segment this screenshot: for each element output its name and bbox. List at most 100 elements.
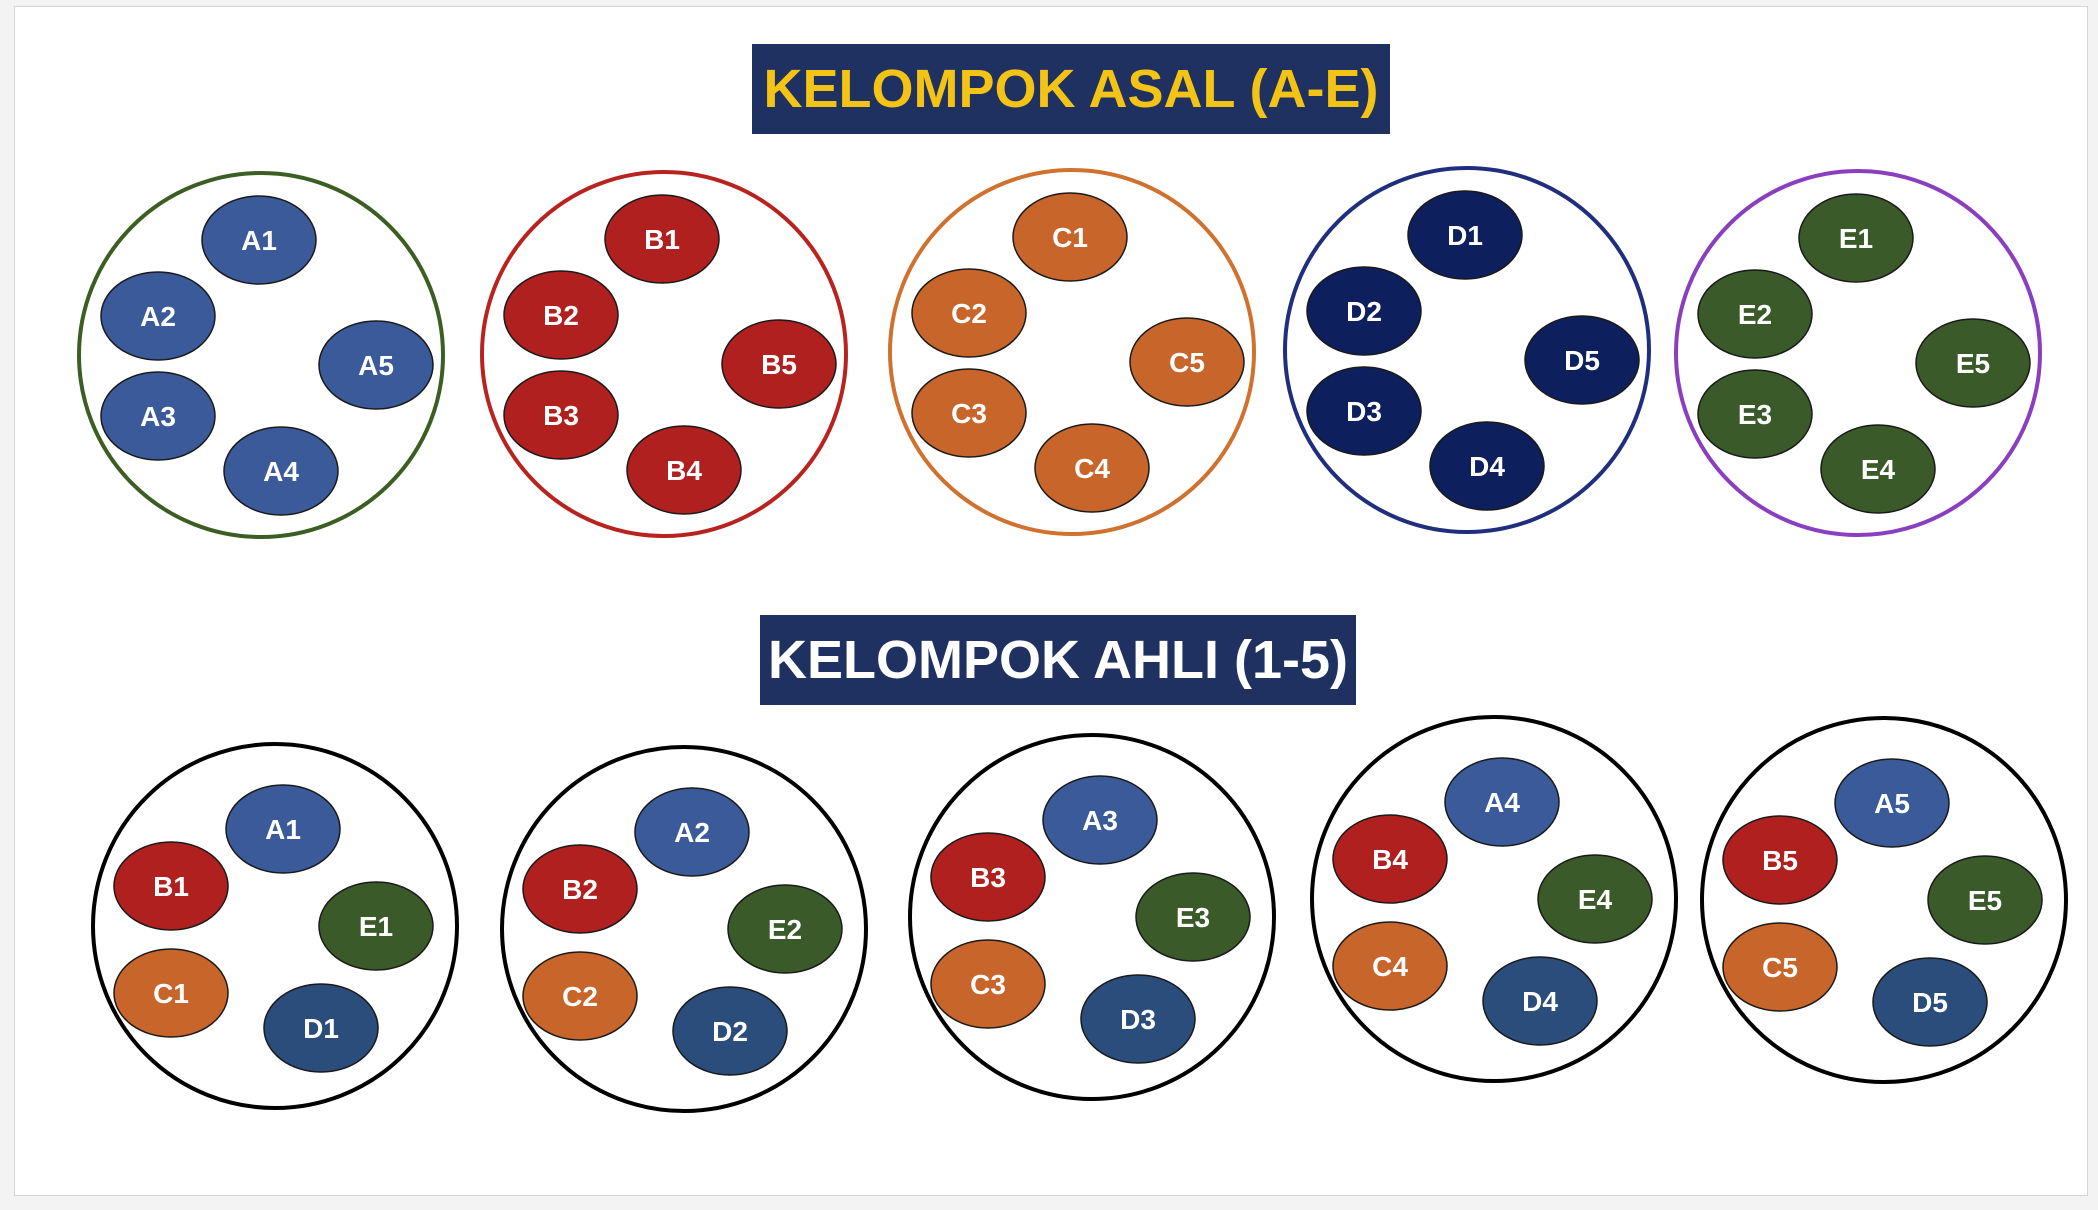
ahli-group-ring bbox=[1700, 716, 2068, 1084]
member-A4 bbox=[223, 426, 339, 516]
asal-group-ring bbox=[888, 168, 1256, 536]
member-label-E2: E2 bbox=[1738, 299, 1772, 330]
member-label-E1: E1 bbox=[1839, 223, 1873, 254]
member-label-B3: B3 bbox=[543, 400, 579, 431]
member-label-C5: C5 bbox=[1169, 347, 1205, 378]
member-label-A4: A4 bbox=[263, 456, 299, 487]
title-kelompok-ahli: KELOMPOK AHLI (1-5) bbox=[760, 615, 1356, 705]
member-label-A2: A2 bbox=[140, 301, 176, 332]
ahli-group-ring bbox=[500, 745, 868, 1113]
ahli-group-ring bbox=[1310, 715, 1678, 1083]
member-label-C4: C4 bbox=[1074, 453, 1110, 484]
member-A2 bbox=[634, 787, 750, 877]
member-C2 bbox=[911, 268, 1027, 358]
member-label-C5: C5 bbox=[1762, 952, 1798, 983]
member-label-C1: C1 bbox=[153, 978, 189, 1009]
member-label-B5: B5 bbox=[1762, 845, 1798, 876]
member-B5 bbox=[721, 319, 837, 409]
member-B2 bbox=[503, 270, 619, 360]
member-label-B4: B4 bbox=[1372, 844, 1408, 875]
member-label-E3: E3 bbox=[1176, 902, 1210, 933]
member-E5 bbox=[1915, 318, 2031, 408]
member-B3 bbox=[503, 370, 619, 460]
member-C1 bbox=[1012, 192, 1128, 282]
member-label-E2: E2 bbox=[768, 914, 802, 945]
member-E5 bbox=[1927, 855, 2043, 945]
member-E3 bbox=[1697, 369, 1813, 459]
member-A5 bbox=[1834, 758, 1950, 848]
member-E3 bbox=[1135, 872, 1251, 962]
member-label-B5: B5 bbox=[761, 349, 797, 380]
member-B5 bbox=[1722, 815, 1838, 905]
member-D2 bbox=[1306, 266, 1422, 356]
member-label-C2: C2 bbox=[562, 981, 598, 1012]
title-kelompok-asal-text: KELOMPOK ASAL (A-E) bbox=[763, 59, 1379, 119]
ahli-group-ring bbox=[908, 733, 1276, 1101]
member-label-A3: A3 bbox=[1082, 805, 1118, 836]
member-B4 bbox=[1332, 814, 1448, 904]
member-E2 bbox=[1697, 269, 1813, 359]
member-A4 bbox=[1444, 757, 1560, 847]
member-D3 bbox=[1306, 366, 1422, 456]
member-label-A3: A3 bbox=[140, 401, 176, 432]
member-label-E5: E5 bbox=[1968, 885, 2002, 916]
member-B4 bbox=[626, 425, 742, 515]
asal-group-ring bbox=[77, 171, 445, 539]
member-E2 bbox=[727, 884, 843, 974]
member-D2 bbox=[672, 986, 788, 1076]
member-D3 bbox=[1080, 974, 1196, 1064]
member-label-D5: D5 bbox=[1564, 345, 1600, 376]
member-D5 bbox=[1872, 957, 1988, 1047]
member-label-C4: C4 bbox=[1372, 951, 1408, 982]
member-C3 bbox=[930, 939, 1046, 1029]
title-kelompok-ahli-text: KELOMPOK AHLI (1-5) bbox=[768, 630, 1348, 690]
member-label-C3: C3 bbox=[970, 969, 1006, 1000]
member-label-D3: D3 bbox=[1120, 1004, 1156, 1035]
member-C2 bbox=[522, 951, 638, 1041]
member-B2 bbox=[522, 844, 638, 934]
member-A1 bbox=[225, 784, 341, 874]
member-C1 bbox=[113, 948, 229, 1038]
member-label-E1: E1 bbox=[359, 911, 393, 942]
member-label-D3: D3 bbox=[1346, 396, 1382, 427]
member-D1 bbox=[1407, 190, 1523, 280]
member-D1 bbox=[263, 983, 379, 1073]
member-label-D1: D1 bbox=[1447, 220, 1483, 251]
member-B3 bbox=[930, 832, 1046, 922]
member-label-E3: E3 bbox=[1738, 399, 1772, 430]
member-C3 bbox=[911, 368, 1027, 458]
member-label-C2: C2 bbox=[951, 298, 987, 329]
member-label-D4: D4 bbox=[1469, 451, 1505, 482]
member-A2 bbox=[100, 271, 216, 361]
member-label-B4: B4 bbox=[666, 455, 702, 486]
member-label-A1: A1 bbox=[241, 225, 277, 256]
member-label-D2: D2 bbox=[712, 1016, 748, 1047]
member-label-C3: C3 bbox=[951, 398, 987, 429]
ahli-group-ring bbox=[91, 742, 459, 1110]
member-label-A4: A4 bbox=[1484, 787, 1520, 818]
member-label-A5: A5 bbox=[358, 350, 394, 381]
member-C4 bbox=[1332, 921, 1448, 1011]
member-A1 bbox=[201, 195, 317, 285]
member-label-A2: A2 bbox=[674, 817, 710, 848]
member-C4 bbox=[1034, 423, 1150, 513]
member-D4 bbox=[1429, 421, 1545, 511]
member-label-B1: B1 bbox=[644, 224, 680, 255]
member-B1 bbox=[604, 194, 720, 284]
member-A5 bbox=[318, 320, 434, 410]
member-A3 bbox=[1042, 775, 1158, 865]
member-label-D1: D1 bbox=[303, 1013, 339, 1044]
member-label-E4: E4 bbox=[1578, 884, 1613, 915]
asal-group-ring bbox=[1674, 169, 2042, 537]
